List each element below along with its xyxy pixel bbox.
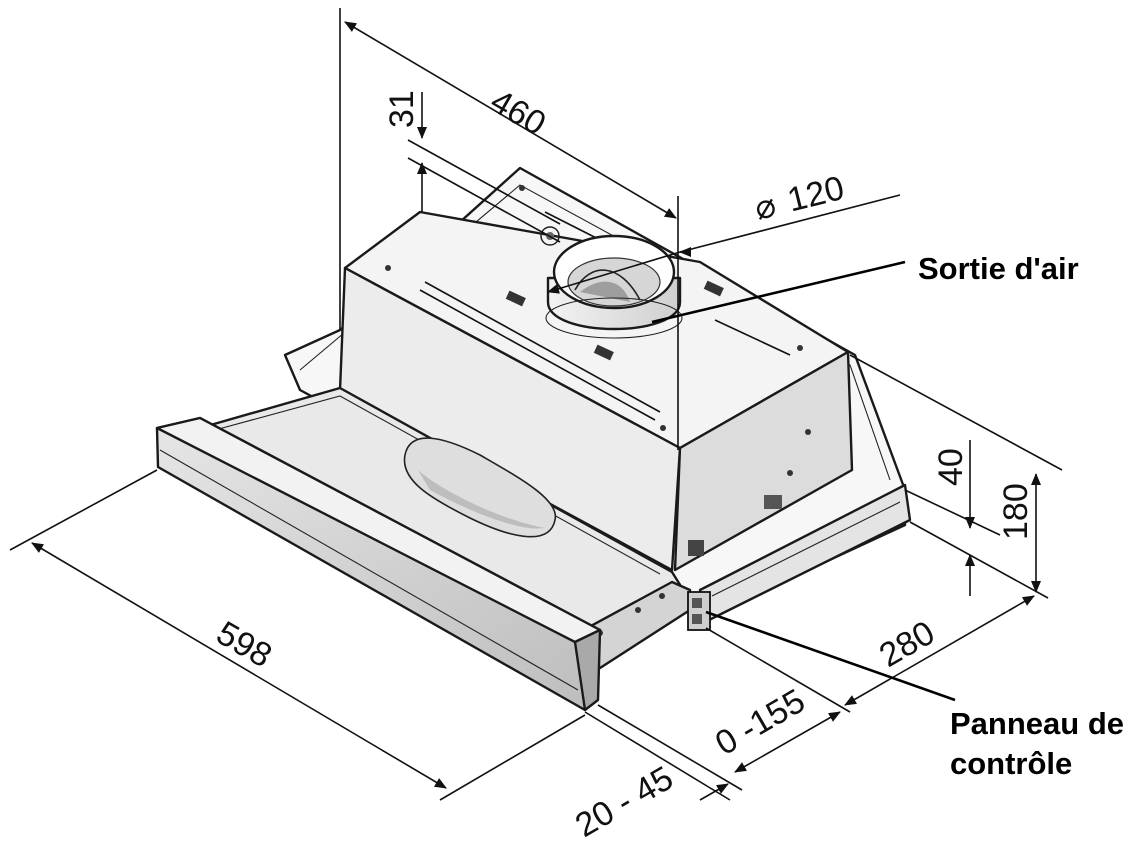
label-air-outlet: Sortie d'air (918, 251, 1079, 286)
right-frame-rail-detail (711, 501, 901, 597)
screw (660, 425, 666, 431)
control-panel (687, 591, 711, 631)
housing-clip (688, 540, 704, 556)
diameter-value: 120 (784, 169, 848, 220)
dim-extension-range: 0 -155 (709, 682, 811, 763)
screw (385, 265, 391, 271)
housing-front (338, 266, 682, 572)
dim-height-lower: 40 (932, 448, 970, 486)
dim-width: 598 (210, 614, 278, 675)
screw (519, 185, 525, 191)
housing-clip (764, 495, 782, 509)
hood-drawing (155, 166, 912, 712)
dim-visor-offset: 20 - 45 (569, 759, 680, 845)
screw (805, 429, 811, 435)
dim-depth-visor: 280 (873, 614, 941, 675)
control-panel-leader (705, 610, 956, 702)
callout-labels: Sortie d'air Panneau de contrôle (918, 251, 1124, 781)
dim-height-total: 180 (997, 483, 1035, 540)
runner-screw (635, 607, 641, 613)
housing-slot (419, 289, 656, 421)
housing-side (673, 350, 854, 572)
runner-screw (659, 593, 665, 599)
drawer-handle-recess (403, 437, 557, 538)
dim-depth-top: 460 (484, 82, 552, 143)
dim-duct-offset: 31 (383, 90, 421, 128)
housing-clip (703, 280, 724, 297)
dim-duct-diameter: ⌀ 120 (751, 169, 848, 228)
screw (787, 470, 793, 476)
housing-clip (593, 344, 614, 361)
dimension-lines (9, 8, 1063, 801)
diameter-symbol: ⌀ (751, 186, 780, 228)
housing-slot (714, 319, 791, 356)
air-outlet-leader (651, 260, 906, 324)
label-control-panel-line2: contrôle (950, 746, 1072, 781)
label-control-panel-line1: Panneau de (950, 706, 1124, 741)
screw (540, 226, 560, 246)
housing-slot (424, 281, 661, 413)
housing-clip (505, 290, 526, 307)
screw (797, 345, 803, 351)
